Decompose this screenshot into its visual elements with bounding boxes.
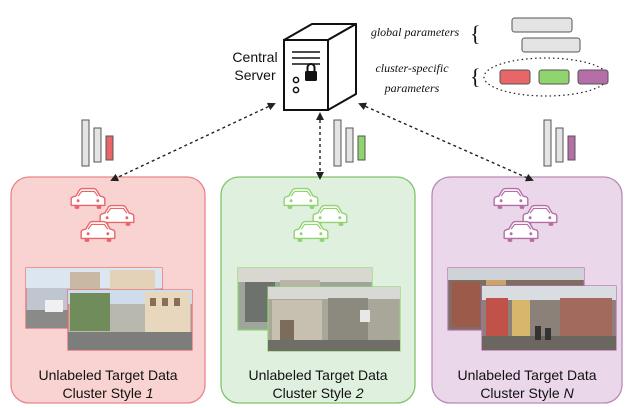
cluster-panel-2: Unlabeled Target Data Cluster Style 2 [220, 176, 416, 404]
model-stack-n [543, 119, 576, 167]
model-stack-1 [81, 119, 114, 167]
street-image-front [67, 289, 193, 351]
cluster-caption-line2: Cluster Style 1 [62, 385, 153, 401]
global-param-bar-1 [511, 17, 573, 33]
global-param-bar-2 [521, 37, 581, 53]
global-brace: { [470, 21, 481, 46]
cluster-caption-line2: Cluster Style 2 [272, 385, 363, 401]
cluster-parameters-label-line2: parameters [384, 81, 440, 95]
street-image-front [267, 286, 401, 352]
server-lock-icon [283, 23, 357, 111]
cluster-panel-n: Unlabeled Target Data Cluster Style N [431, 176, 623, 404]
server-label-line2: Server [234, 67, 276, 83]
comm-arrow-1 [110, 102, 276, 182]
server-label-line1: Central [232, 49, 277, 65]
cluster-param-bar-1 [499, 69, 531, 85]
cluster-caption-line1: Unlabeled Target Data [38, 367, 177, 383]
model-stack-2 [333, 119, 366, 167]
cluster-param-bar-2 [538, 69, 570, 85]
cluster-brace: { [470, 64, 481, 89]
global-parameters-label: global parameters [371, 25, 460, 39]
cluster-param-bar-n [577, 69, 609, 85]
cluster-caption-line2: Cluster Style N [480, 385, 574, 401]
street-image-front [481, 285, 617, 351]
cluster-caption-line1: Unlabeled Target Data [248, 367, 387, 383]
comm-arrow-n [358, 102, 534, 182]
cluster-panel-1: Unlabeled Target Data Cluster Style 1 [10, 176, 206, 404]
cluster-caption-line1: Unlabeled Target Data [457, 367, 596, 383]
cluster-parameters-label-line1: cluster-specific [375, 61, 449, 75]
